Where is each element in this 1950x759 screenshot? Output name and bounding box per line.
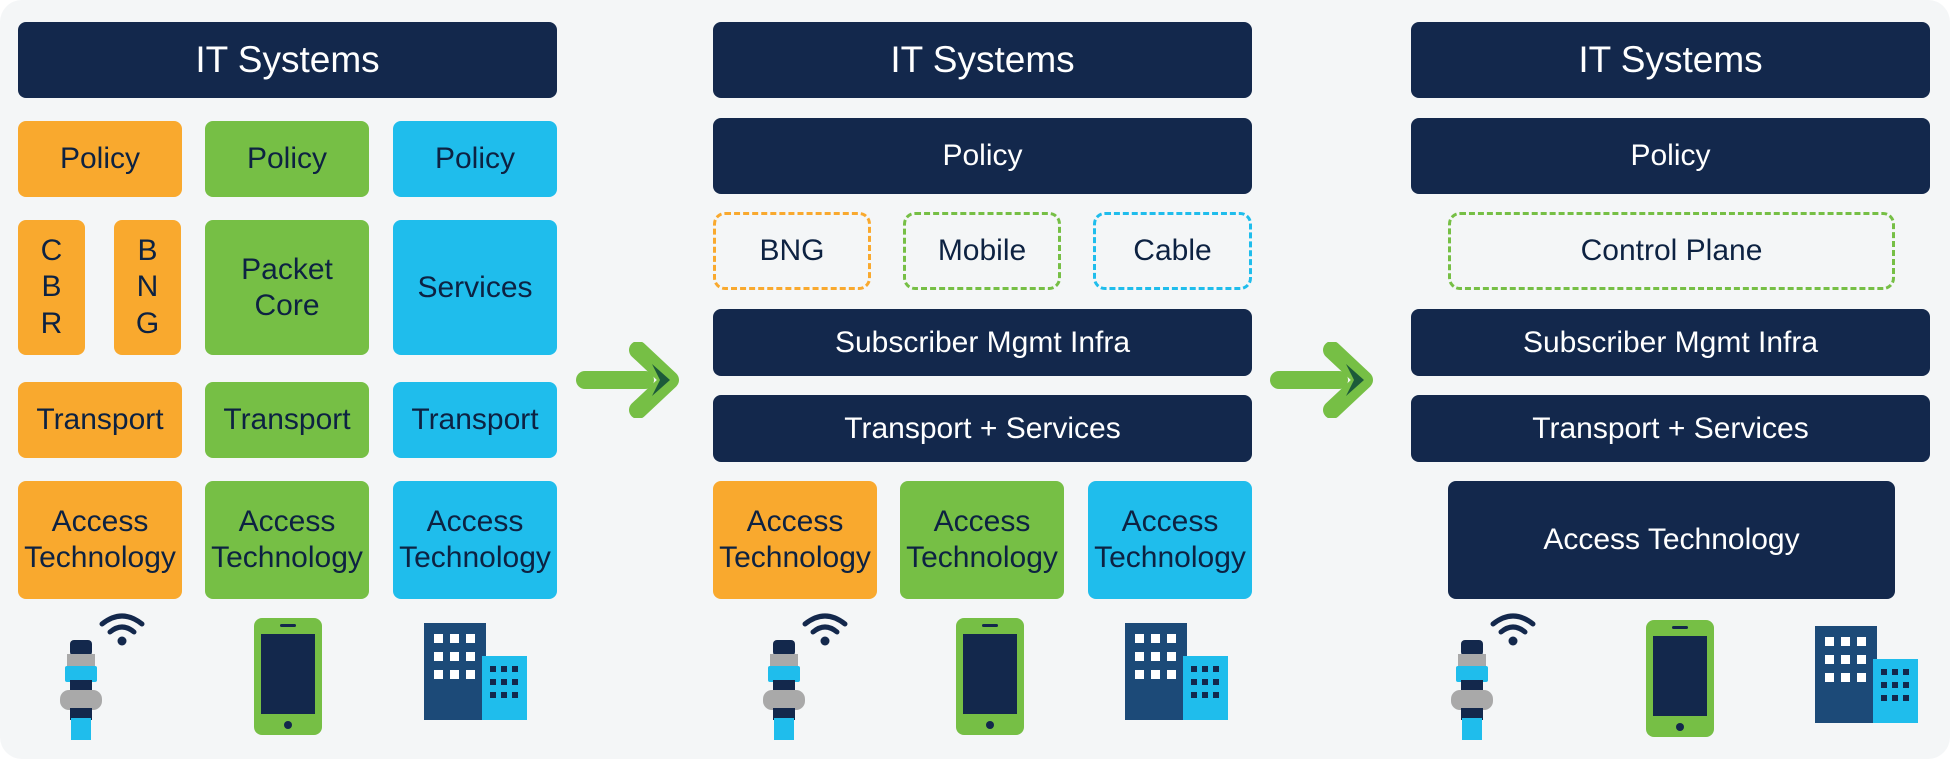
cable-connector-wifi-icon (60, 613, 145, 740)
panel1-services: Services (393, 220, 557, 355)
panel1-access-orange: Access Technology (18, 481, 182, 599)
panel1-policy-blue: Policy (393, 121, 557, 197)
panel2-policy: Policy (713, 118, 1252, 194)
panel1-access-blue: Access Technology (393, 481, 557, 599)
panel1-transport-orange: Transport (18, 382, 182, 458)
panel3-it-systems: IT Systems (1411, 22, 1930, 98)
office-building-icon (1125, 623, 1228, 720)
office-building-icon (1815, 626, 1918, 723)
arrow-right-icon (576, 342, 679, 418)
panel2-subscriber-mgmt: Subscriber Mgmt Infra (713, 309, 1252, 376)
arrow-right-icon (1270, 342, 1373, 418)
panel2-mobile-dashed: Mobile (903, 212, 1061, 290)
panel1-it-systems: IT Systems (18, 22, 557, 98)
panel2-bng-dashed: BNG (713, 212, 871, 290)
office-building-icon (424, 623, 527, 720)
smartphone-icon (956, 618, 1024, 735)
panel2-access-orange: Access Technology (713, 481, 877, 599)
panel2-it-systems: IT Systems (713, 22, 1252, 98)
panel2-access-green: Access Technology (900, 481, 1064, 599)
panel2-cable-dashed: Cable (1093, 212, 1252, 290)
panel1-access-green: Access Technology (205, 481, 369, 599)
panel3-transport-services: Transport + Services (1411, 395, 1930, 462)
panel1-policy-orange: Policy (18, 121, 182, 197)
panel2-access-blue: Access Technology (1088, 481, 1252, 599)
panel3-subscriber-mgmt: Subscriber Mgmt Infra (1411, 309, 1930, 376)
panel3-access-technology: Access Technology (1448, 481, 1895, 599)
panel1-packet-core: Packet Core (205, 220, 369, 355)
cable-connector-wifi-icon (1451, 613, 1536, 740)
panel3-policy: Policy (1411, 118, 1930, 194)
panel1-bng: B N G (114, 220, 181, 355)
panel1-policy-green: Policy (205, 121, 369, 197)
cable-connector-wifi-icon (763, 613, 848, 740)
panel2-transport-services: Transport + Services (713, 395, 1252, 462)
panel1-transport-blue: Transport (393, 382, 557, 458)
smartphone-icon (254, 618, 322, 735)
panel3-control-plane-dashed: Control Plane (1448, 212, 1895, 290)
smartphone-icon (1646, 620, 1714, 737)
panel1-cbr: C B R (18, 220, 85, 355)
panel1-transport-green: Transport (205, 382, 369, 458)
